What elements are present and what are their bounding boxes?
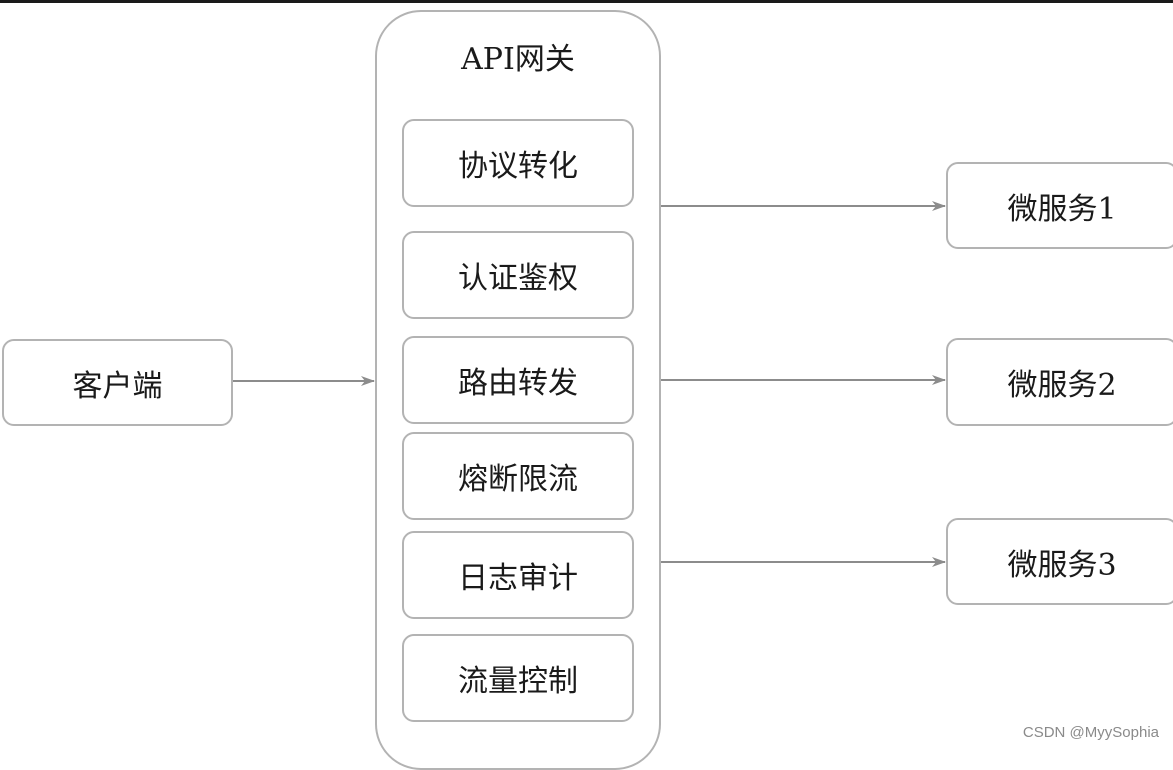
client-label: 客户端: [72, 368, 163, 404]
gateway-module-logging-audit: 日志审计: [402, 531, 634, 619]
microservice-label: 微服务1: [1007, 191, 1117, 227]
api-gateway-title: API网关: [461, 42, 575, 77]
microservice-node-1: 微服务1: [946, 162, 1173, 249]
module-label: 认证鉴权: [458, 261, 578, 296]
watermark: CSDN @MyySophia: [1022, 724, 1159, 741]
gateway-module-traffic-control: 流量控制: [402, 634, 634, 722]
client-node: 客户端: [2, 339, 233, 426]
gateway-module-routing: 路由转发: [402, 336, 634, 424]
module-label: 协议转化: [458, 149, 578, 184]
microservice-label: 微服务3: [1007, 547, 1117, 583]
gateway-module-circuit-breaking: 熔断限流: [402, 432, 634, 520]
microservice-node-2: 微服务2: [946, 338, 1173, 426]
module-label: 路由转发: [458, 366, 578, 401]
connector-layer: [233, 201, 946, 567]
top-border: [0, 0, 1173, 3]
module-label: 熔断限流: [458, 462, 578, 497]
module-label: 日志审计: [458, 561, 578, 596]
microservice-label: 微服务2: [1007, 368, 1117, 403]
gateway-module-authentication: 认证鉴权: [402, 231, 634, 319]
module-label: 流量控制: [458, 664, 578, 699]
microservice-node-3: 微服务3: [946, 518, 1173, 605]
gateway-module-protocol-conversion: 协议转化: [402, 119, 634, 207]
